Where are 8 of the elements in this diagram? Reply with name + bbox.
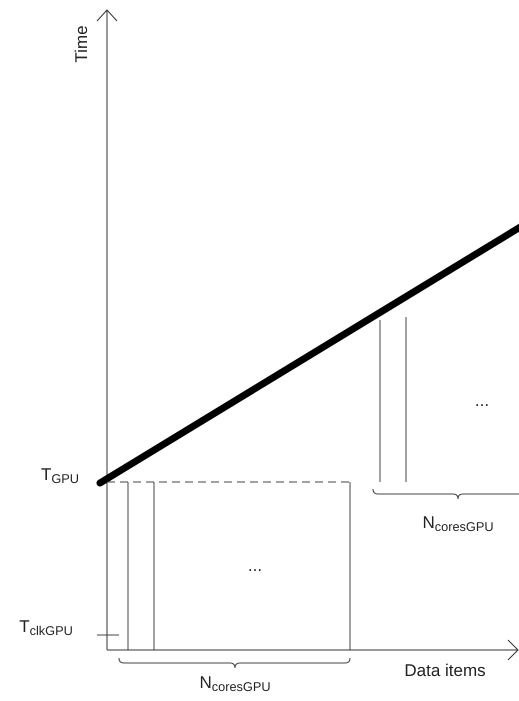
axis-title: Data items	[404, 661, 486, 680]
bracket-label: N$_{coresGPU}$	[422, 513, 494, 532]
axis-tick-label: T$_{GPU}$	[40, 465, 80, 484]
ellipsis-mark: ...	[474, 391, 490, 410]
axis-tick-label: T$_{clkGPU}$	[19, 617, 73, 636]
bracket-label: N$_{coresGPU}$	[199, 673, 271, 692]
ellipsis-mark: ...	[248, 556, 262, 575]
axis-title: Time	[72, 25, 91, 63]
